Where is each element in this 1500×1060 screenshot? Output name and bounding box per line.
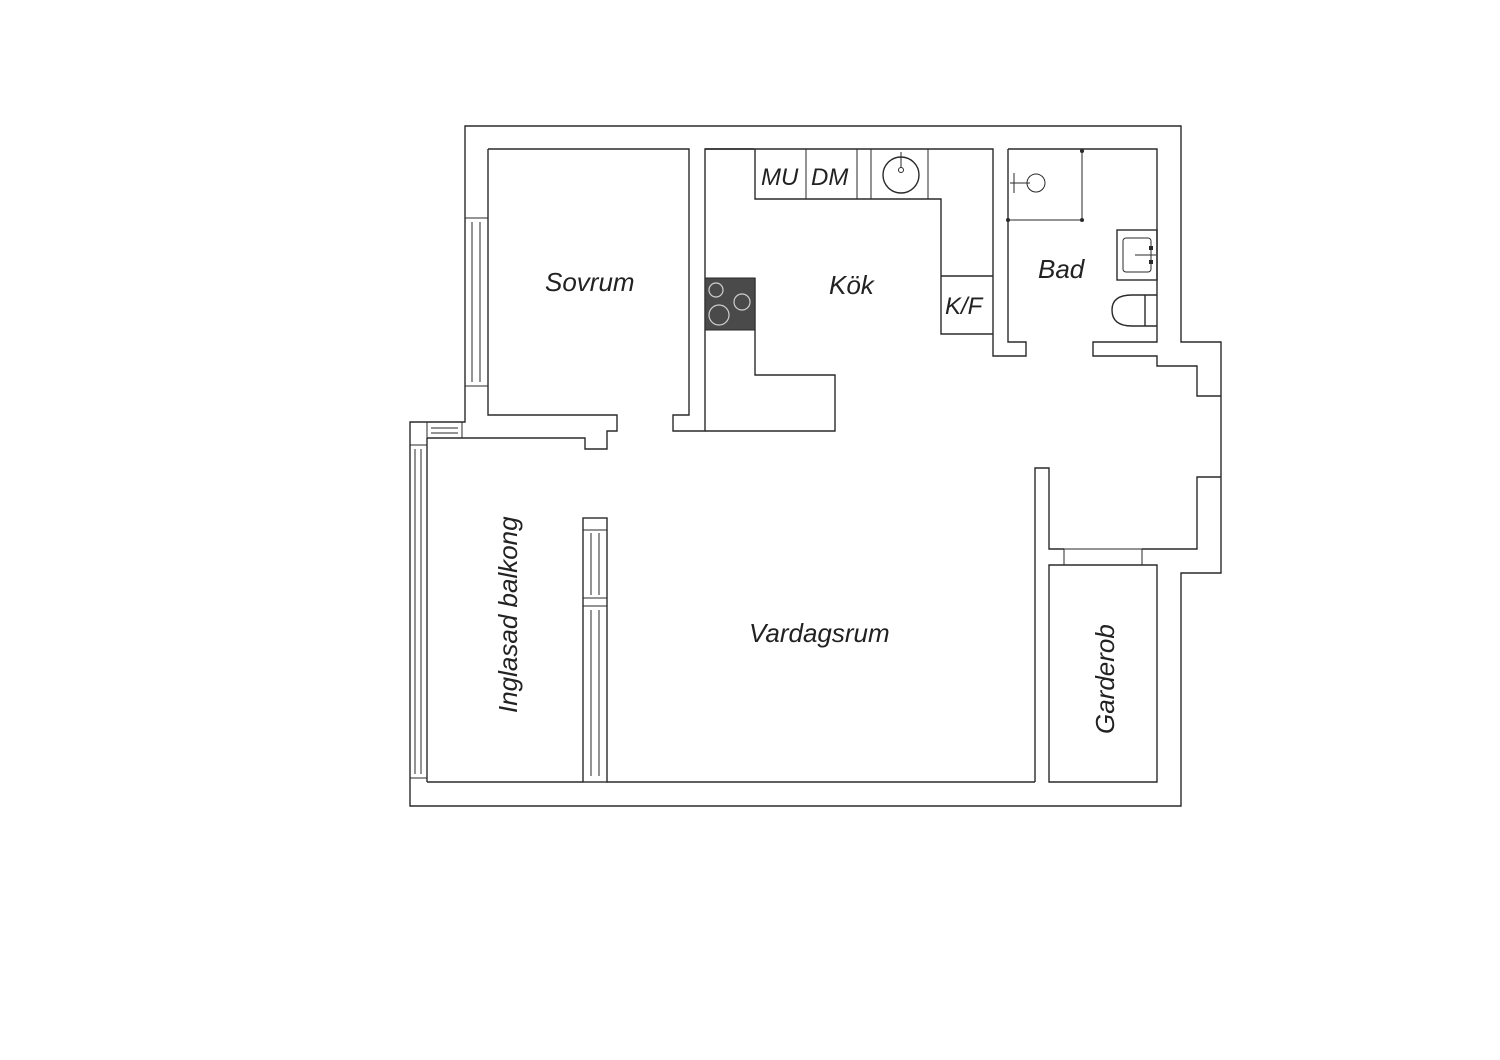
balcony-window <box>409 444 428 779</box>
kitchen-lower-counter <box>705 278 836 432</box>
hall-left-wall <box>1034 467 1064 782</box>
bad-left-wall <box>1007 149 1027 357</box>
stove-icon <box>704 277 756 331</box>
balcony-top-window <box>426 421 463 439</box>
kok-label: Kök <box>829 270 876 300</box>
kitchen-counter-inner <box>754 149 993 335</box>
bathroom-sink-icon <box>1116 229 1158 281</box>
mu-label: MU <box>761 164 799 191</box>
hall-right-wall <box>1142 476 1221 550</box>
garderob-room <box>1048 564 1158 783</box>
kf-label: K/F <box>945 293 984 320</box>
dm-label: DM <box>811 164 848 191</box>
vardagsrum-label: Vardagsrum <box>749 618 890 648</box>
garderob-label: Garderob <box>1090 624 1120 734</box>
sovrum-room <box>488 148 754 432</box>
sovrum-label: Sovrum <box>545 267 635 297</box>
balkong-label: Inglasad balkong <box>493 516 523 713</box>
kitchen-sink-icon <box>882 152 920 194</box>
toilet-icon <box>1111 294 1157 327</box>
garderob-door <box>1063 548 1143 566</box>
kitchen-counter <box>705 148 1008 357</box>
appliance-row <box>805 149 929 199</box>
shower-icon <box>1006 149 1084 222</box>
bad-label: Bad <box>1038 254 1086 284</box>
sovrum-inner <box>427 149 618 450</box>
sovrum-window <box>464 217 489 387</box>
balcony-partition <box>582 517 608 783</box>
